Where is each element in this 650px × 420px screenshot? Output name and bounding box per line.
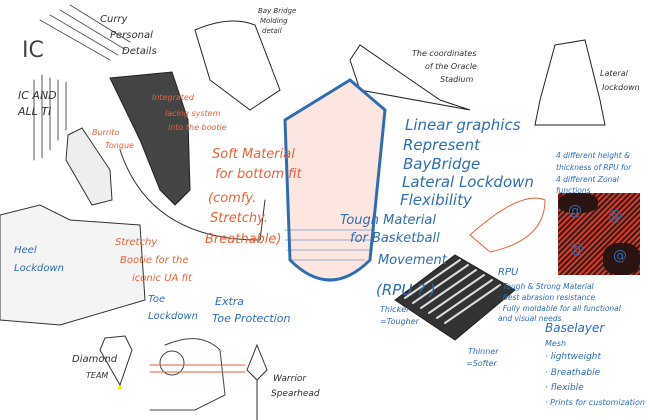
linear-note: BayBridge — [403, 155, 481, 173]
soft-material-note: Soft Material — [212, 147, 295, 162]
heel-note: Heel — [14, 245, 37, 256]
heel-sketch — [0, 204, 146, 326]
rpu-title: RPU — [498, 267, 519, 278]
bay-bridge-note: Molding — [260, 17, 288, 25]
lacing-note: into the bootie — [168, 123, 227, 132]
ic-and-all-note: IC AND — [18, 89, 57, 102]
linear-note: Linear graphics — [405, 116, 521, 134]
bay-bridge-note: Bay Bridge — [258, 7, 297, 15]
ic-and-all-note: ALL TI — [18, 105, 52, 118]
linear-note: Represent — [403, 136, 480, 154]
linear-note: Lateral Lockdown — [402, 173, 534, 191]
curry-note: Curry — [100, 14, 128, 25]
bootie-note: iconic UA fit — [132, 273, 192, 284]
bootie-note: Stretchy — [115, 237, 158, 248]
at-symbol-icon: @ — [568, 203, 582, 219]
diamond-note: TEAM — [86, 371, 109, 380]
diamond-note: Diamond — [72, 354, 118, 365]
at-symbol-icon: @ — [570, 241, 584, 257]
oracle-sketch — [349, 44, 471, 111]
tough-material-note: (RPU ? ) — [376, 281, 436, 299]
zonal-pattern-swatch: @ @ @ @ — [558, 193, 640, 275]
thinner-note: Thinner — [468, 347, 499, 356]
tough-material-note: Tough Material — [340, 213, 436, 228]
rpu-block — [394, 254, 516, 341]
soft-material-note: (comfy. — [208, 191, 257, 206]
thicker-note: Thicker — [380, 305, 410, 314]
diagonal-lines — [33, 4, 131, 161]
side-sole-sketch — [119, 149, 266, 241]
rpu-bullet: · Tough & Strong Material — [498, 282, 594, 291]
zonal-note: thickness of RPU for — [556, 163, 632, 172]
spearhead-icon — [246, 343, 268, 420]
thicker-note: =Tougher — [380, 317, 419, 326]
bootie-sketch — [109, 71, 191, 206]
warrior-note: Warrior — [273, 374, 307, 384]
rpu-ridges — [404, 259, 501, 324]
lateral-shoe-sketch — [534, 39, 606, 126]
at-symbol-icon: @ — [613, 248, 627, 264]
ball-sketch — [159, 350, 185, 376]
stadium-note: The coordinates — [412, 49, 477, 58]
at-symbol-icon: @ — [608, 208, 622, 224]
soft-material-note: Stretchy. — [210, 211, 268, 226]
zonal-note: 4 different Zonal — [556, 175, 619, 184]
tongue-note: Burrito — [92, 128, 120, 137]
bay-bridge-note: detail — [262, 27, 282, 35]
lacing-note: Integrated — [152, 93, 194, 102]
curry-note: Personal — [110, 30, 153, 41]
pattern-blob — [603, 243, 640, 275]
baselayer-title: Baselayer — [545, 321, 605, 335]
tongue-note: Tongue — [105, 141, 134, 150]
toe-note: Toe — [148, 294, 166, 305]
soft-material-note: Breathable) — [205, 232, 282, 247]
toe-protection-note: Toe Protection — [212, 312, 291, 325]
linear-note: Flexibility — [400, 191, 472, 209]
soft-material-note: for bottom fit — [215, 167, 302, 182]
pattern-blob — [558, 193, 598, 213]
toe-note: Lockdown — [148, 311, 198, 322]
baselayer-bullet: · lightweight — [545, 352, 602, 362]
diamond-tip-dot — [118, 386, 122, 390]
baselayer-subtitle: Mesh — [545, 339, 567, 348]
rpu-bullet: · Best abrasion resistance — [498, 293, 596, 302]
bootie-note: Bootie for the — [120, 255, 189, 266]
thinner-note: =Softer — [466, 359, 497, 368]
curry-note: Details — [122, 46, 157, 57]
lateral-note: Lateral — [600, 69, 628, 78]
lateral-note: lockdown — [602, 83, 640, 92]
player-sketch — [149, 338, 226, 411]
warrior-note: Spearhead — [271, 389, 320, 399]
toe-protection-note: Extra — [215, 295, 245, 308]
stadium-note: Stadium — [440, 75, 474, 84]
lacing-note: lacing system — [165, 109, 221, 118]
baselayer-bullet: · Breathable — [545, 368, 601, 378]
hatch-lines — [284, 229, 376, 261]
baselayer-bullet: · flexible — [545, 383, 584, 393]
zonal-sole-sketch — [469, 197, 546, 253]
tough-material-note: for Basketball — [350, 231, 440, 246]
ic-logo: IC — [22, 38, 44, 63]
diamond-icon — [99, 335, 133, 387]
rpu-bullet: and visual needs — [498, 314, 562, 323]
heel-note: Lockdown — [14, 263, 64, 274]
stadium-note: of the Oracle — [425, 62, 477, 71]
bay-bridge-sketch — [194, 20, 281, 111]
rpu-bullet: · Fully moldable for all functional — [498, 304, 621, 313]
zonal-note: functions — [556, 186, 591, 195]
tough-material-note: Movement — [378, 253, 447, 268]
tongue-sketch — [65, 127, 113, 206]
baselayer-bullet: · Prints for customization — [545, 398, 645, 407]
zonal-note: 4 different height & — [556, 151, 630, 160]
